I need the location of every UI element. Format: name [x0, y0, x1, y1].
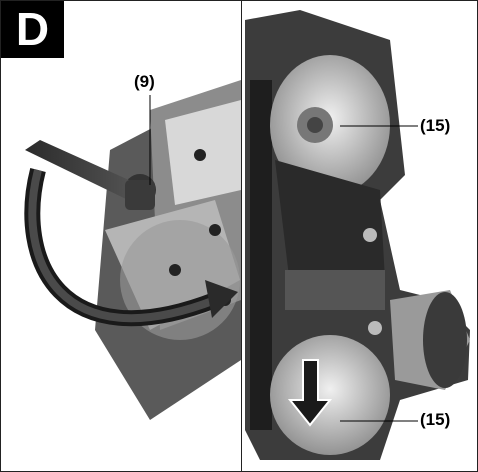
figure-label-badge: D — [1, 1, 64, 58]
left-panel-illustration — [24, 80, 241, 420]
callout-upper-wheel-15: (15) — [420, 116, 451, 135]
callout-lower-wheel-15: (15) — [420, 410, 451, 429]
callout-part-9: (9) — [134, 72, 155, 91]
right-panel-illustration — [245, 10, 470, 460]
panel-divider — [241, 0, 242, 472]
